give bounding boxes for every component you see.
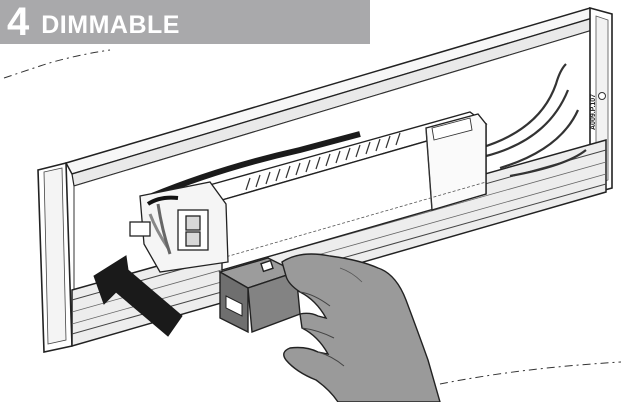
step-title: DIMMABLE (41, 10, 180, 39)
step-title-bar: 4 DIMMABLE (0, 0, 370, 44)
wires (479, 63, 587, 178)
step-number: 4 (7, 0, 30, 44)
dimming-module (218, 257, 301, 334)
terminal-block (129, 181, 229, 273)
hand (281, 253, 441, 402)
insert-direction-arrow (93, 255, 183, 337)
driver-vent-slots (245, 132, 401, 191)
cut-line-bottom (439, 361, 621, 385)
product-code-label: A009.P.107 (590, 94, 597, 130)
cut-line-top (3, 49, 111, 79)
led-driver (150, 111, 488, 271)
screw-right (598, 92, 606, 100)
